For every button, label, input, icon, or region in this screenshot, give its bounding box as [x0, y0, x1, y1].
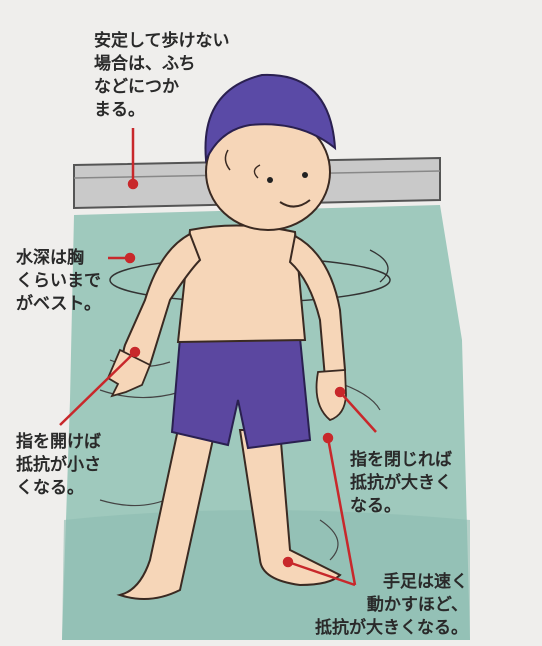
caption-line: くなる。 [16, 477, 101, 500]
caption-stability: 安定して歩けない 場合は、ふち などにつか まる。 [94, 30, 230, 122]
caption-line: 抵抗が小さ [16, 454, 101, 477]
caption-line: 水深は胸 [16, 247, 101, 270]
caption-line: 指を開けば [16, 431, 101, 454]
caption-line: なる。 [350, 495, 452, 518]
caption-line: 動かすほど、 [300, 594, 468, 617]
caption-line: 安定して歩けない [94, 30, 230, 53]
caption-line: 手足は速く [300, 571, 468, 594]
caption-close-fingers: 指を閉じれば 抵抗が大きく なる。 [350, 449, 452, 518]
caption-line: 場合は、ふち [94, 53, 230, 76]
caption-line: 抵抗が大きく [350, 472, 452, 495]
caption-line: くらいまで [16, 270, 101, 293]
caption-line: がベスト。 [16, 293, 101, 316]
caption-line: まる。 [94, 99, 230, 122]
caption-line: 指を閉じれば [350, 449, 452, 472]
caption-line: などにつか [94, 76, 230, 99]
caption-fast-limbs: 手足は速く 動かすほど、 抵抗が大きくなる。 [300, 571, 468, 640]
caption-line: 抵抗が大きくなる。 [300, 617, 468, 640]
torso [178, 225, 305, 342]
caption-water-depth: 水深は胸 くらいまで がベスト。 [16, 247, 101, 316]
caption-open-fingers: 指を開けば 抵抗が小さ くなる。 [16, 431, 101, 500]
